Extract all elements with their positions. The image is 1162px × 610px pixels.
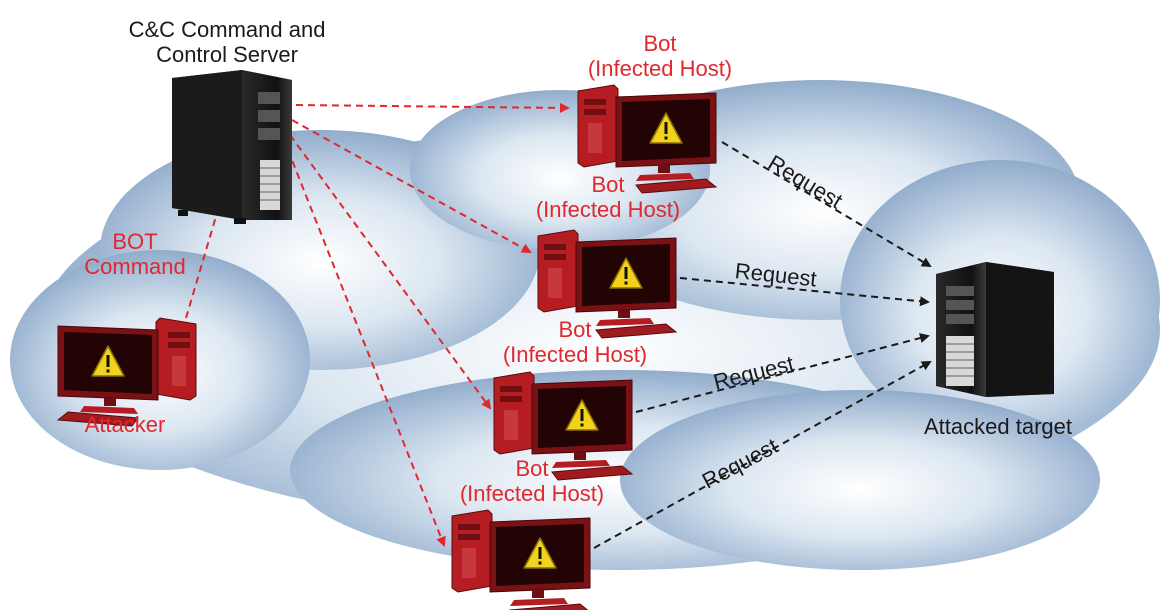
- bot-label-4-line-2: (Infected Host): [459, 481, 605, 506]
- bot-label-1: Bot (Infected Host): [560, 31, 760, 81]
- command-arrows: [185, 102, 570, 547]
- arrow-cc-to-bot-3: [289, 134, 492, 410]
- arrow-cc-to-bot-4: [287, 149, 446, 547]
- warning-triangle-icon: [91, 345, 125, 377]
- bot-command-label-line-1: BOT: [112, 229, 158, 254]
- bot-pc-3: [493, 371, 634, 481]
- bot-label-4: Bot (Infected Host): [432, 456, 632, 506]
- target-label: Attacked target: [924, 414, 1072, 439]
- arrow-bot-3-to-target: [635, 333, 930, 413]
- arrow-bot-2-to-target: [679, 277, 930, 307]
- warning-triangle-icon: [565, 399, 599, 431]
- cc-server-label: C&C Command and Control Server: [92, 17, 362, 67]
- bot-label-2: Bot (Infected Host): [508, 172, 708, 222]
- bot-label-3-line-2: (Infected Host): [502, 342, 648, 367]
- arrow-bot-4-to-target: [593, 361, 932, 549]
- arrow-cc-to-bot-1: [295, 102, 570, 113]
- request-arrows: [593, 141, 932, 549]
- bot-label-4-line-1: Bot: [515, 456, 549, 481]
- bot-command-label-line-2: Command: [84, 254, 186, 279]
- warning-triangle-icon: [523, 537, 557, 569]
- bot-label-3-line-1: Bot: [558, 317, 592, 342]
- warning-triangle-icon: [609, 257, 643, 289]
- server-tower-icon: [936, 262, 1054, 397]
- bot-pc-2: [537, 229, 678, 339]
- bot-command-label: BOT Command: [70, 229, 200, 279]
- bot-pc-4: [451, 509, 591, 610]
- bot-label-2-line-1: Bot: [591, 172, 625, 197]
- bot-label-1-line-2: (Infected Host): [587, 56, 733, 81]
- arrow-bot-1-to-target: [721, 141, 932, 268]
- arrow-attacker-to-cc: [185, 194, 225, 319]
- arrow-cc-to-bot-2: [291, 119, 532, 253]
- bot-pc-1: [577, 84, 718, 194]
- attacker-pc: [56, 317, 197, 427]
- warning-triangle-icon: [649, 112, 683, 144]
- server-tower-icon: [172, 70, 292, 224]
- cc-server-label-line-2: Control Server: [156, 42, 298, 67]
- cc-server-label-line-1: C&C Command and: [128, 17, 326, 42]
- bot-label-1-line-1: Bot: [643, 31, 677, 56]
- bot-label-3: Bot (Infected Host): [475, 317, 675, 367]
- bot-label-2-line-2: (Infected Host): [535, 197, 681, 222]
- attacker-label: Attacker: [84, 412, 166, 437]
